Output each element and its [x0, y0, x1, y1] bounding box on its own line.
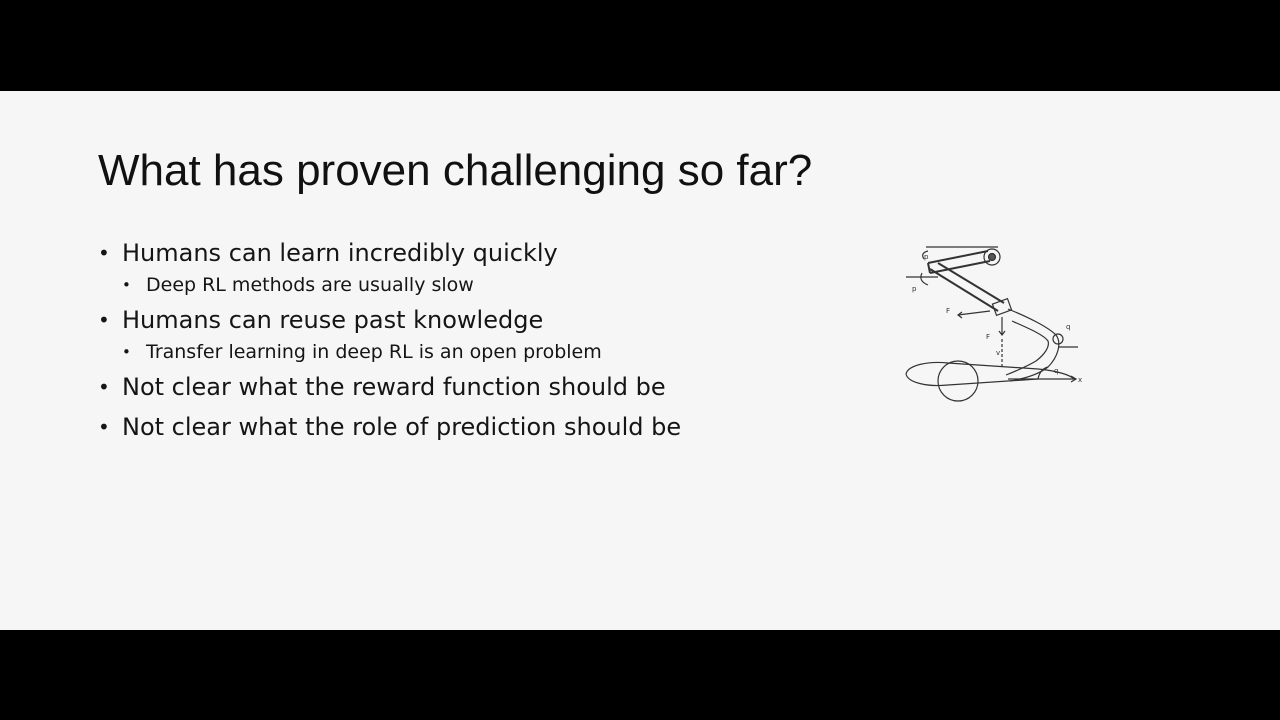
svg-text:x: x	[1078, 376, 1082, 384]
bullet-text: Humans can learn incredibly quickly	[122, 239, 558, 267]
svg-text:F: F	[946, 307, 950, 315]
svg-text:p: p	[912, 285, 917, 293]
bullet-text: Humans can reuse past knowledge	[122, 306, 544, 334]
bullet-item: Not clear what the role of prediction sh…	[98, 410, 681, 444]
sub-bullet-item: Transfer learning in deep RL is an open …	[122, 337, 681, 367]
svg-text:p: p	[924, 253, 929, 261]
sub-bullet-text: Transfer learning in deep RL is an open …	[146, 341, 602, 363]
bullet-text: Not clear what the reward function shoul…	[122, 373, 666, 401]
sub-bullet-item: Deep RL methods are usually slow	[122, 270, 681, 300]
robot-arm-diagram-icon: p p F F v q q x	[905, 246, 1082, 402]
bullet-list: Humans can learn incredibly quickly Deep…	[98, 236, 681, 444]
slide-title: What has proven challenging so far?	[98, 146, 813, 195]
bullet-text: Not clear what the role of prediction sh…	[122, 413, 682, 441]
presentation-slide: What has proven challenging so far? Huma…	[0, 91, 1280, 630]
sub-bullet-text: Deep RL methods are usually slow	[146, 274, 474, 296]
sub-bullet-list: Transfer learning in deep RL is an open …	[98, 337, 681, 367]
bullet-item: Not clear what the reward function shoul…	[98, 370, 681, 404]
bullet-item: Humans can learn incredibly quickly	[98, 236, 681, 270]
svg-text:v: v	[996, 349, 1000, 357]
svg-text:q: q	[1066, 323, 1070, 331]
bullet-item: Humans can reuse past knowledge	[98, 303, 681, 337]
svg-text:F: F	[986, 333, 990, 341]
svg-text:q: q	[1054, 367, 1058, 375]
sub-bullet-list: Deep RL methods are usually slow	[98, 270, 681, 300]
